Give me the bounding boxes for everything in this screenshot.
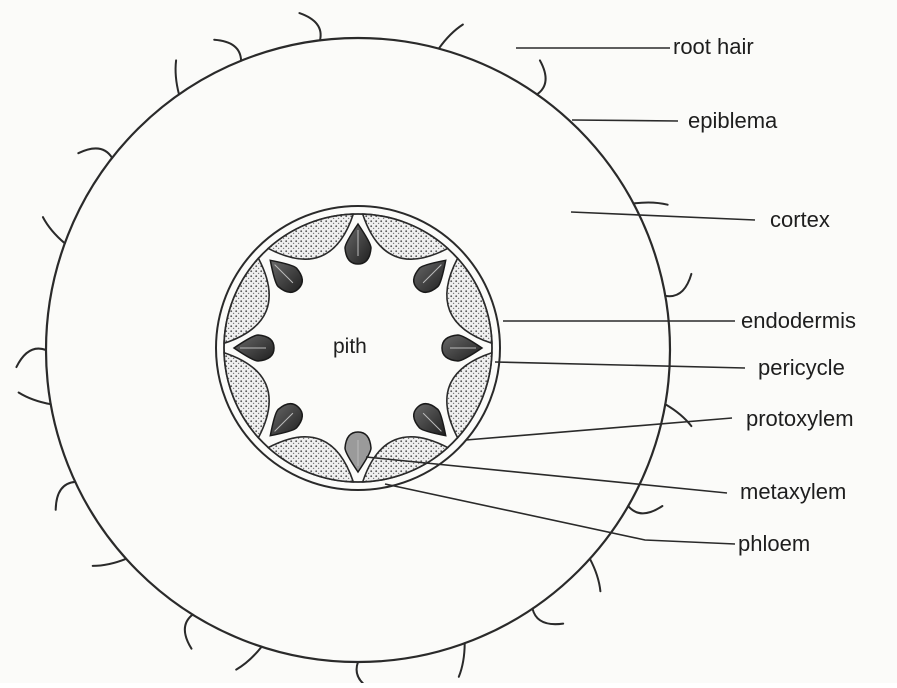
label-protoxylem: protoxylem bbox=[746, 408, 854, 430]
phloem-patch bbox=[363, 214, 448, 259]
root-hair-strand bbox=[590, 559, 601, 592]
phloem-patch bbox=[447, 258, 492, 343]
phloem-patch bbox=[447, 353, 492, 438]
label-pericycle: pericycle bbox=[758, 357, 845, 379]
label-cortex: cortex bbox=[770, 209, 830, 231]
root-hair-strand bbox=[214, 40, 241, 61]
root-hair-strand bbox=[459, 643, 465, 677]
root-hair-strand bbox=[93, 559, 126, 566]
leader-protoxylem bbox=[466, 418, 732, 440]
root-hair-strand bbox=[16, 349, 46, 368]
label-root-hair: root hair bbox=[673, 36, 754, 58]
root-hair-strand bbox=[185, 615, 193, 649]
root-hair-strand bbox=[43, 217, 65, 243]
root-hair-strand bbox=[533, 609, 564, 624]
root-hair-strand bbox=[665, 274, 691, 296]
label-endodermis: endodermis bbox=[741, 310, 856, 332]
phloem-patch bbox=[268, 437, 353, 482]
root-hair-strand bbox=[236, 647, 261, 670]
label-metaxylem: metaxylem bbox=[740, 481, 846, 503]
root-hair-strand bbox=[439, 25, 463, 49]
leader-cortex bbox=[571, 212, 755, 220]
root-hair-strand bbox=[19, 393, 51, 405]
phloem-patch bbox=[224, 258, 269, 343]
root-hair-strand bbox=[176, 60, 179, 94]
leader-pericycle bbox=[495, 362, 745, 368]
phloem-patch bbox=[224, 353, 269, 438]
root-hair-strand bbox=[634, 202, 668, 204]
root-hair-strand bbox=[56, 482, 75, 510]
root-hair-strand bbox=[299, 13, 320, 40]
leader-phloem bbox=[385, 484, 735, 544]
label-epiblema: epiblema bbox=[688, 110, 777, 132]
root-hair-strand bbox=[628, 506, 662, 513]
root-hair-strand bbox=[78, 148, 112, 157]
phloem-patch bbox=[268, 214, 353, 259]
phloem-patch bbox=[363, 437, 448, 482]
label-pith: pith bbox=[333, 336, 367, 357]
label-phloem: phloem bbox=[738, 533, 810, 555]
leader-epiblema bbox=[572, 120, 678, 121]
root-hair-strand bbox=[357, 662, 376, 683]
root-hair-strand bbox=[537, 60, 546, 94]
